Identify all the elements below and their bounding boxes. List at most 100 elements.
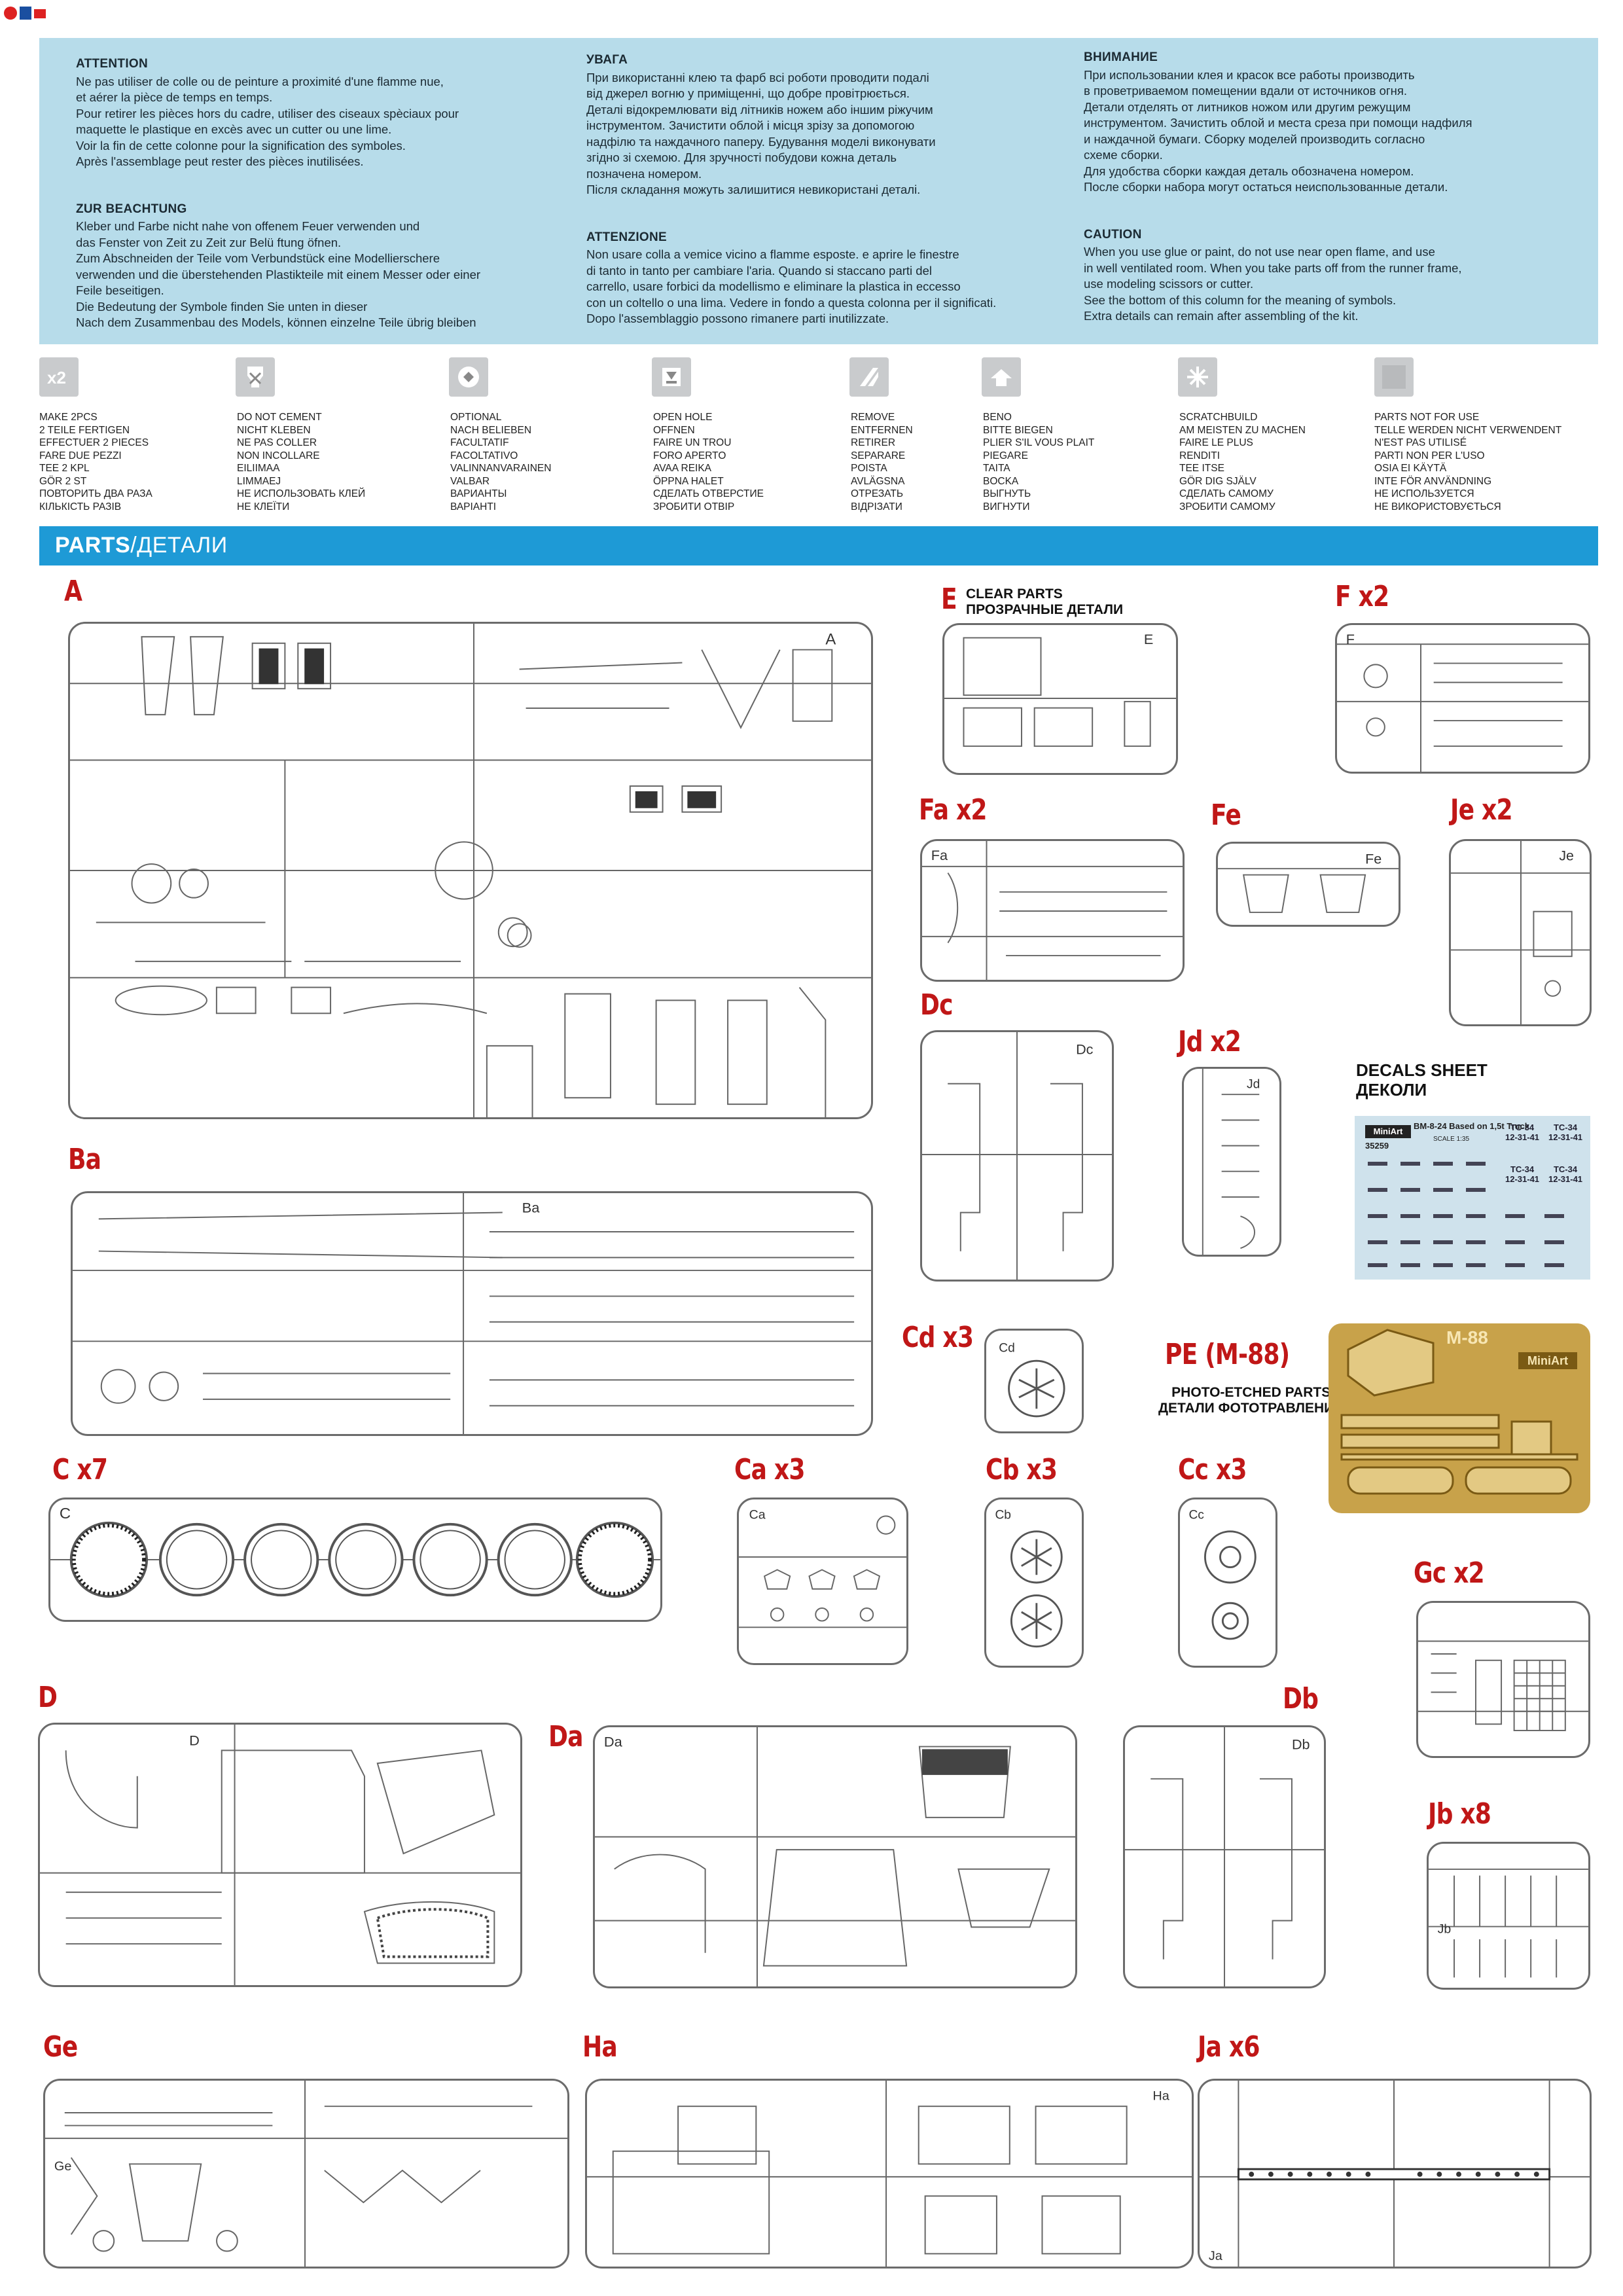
sprue-dc-drawing: Dc: [922, 1032, 1112, 1280]
sprue-cc-drawing: Cc: [1188, 1507, 1257, 1640]
sprue-cc-label: Cc x3: [1178, 1453, 1247, 1486]
decals-label: DECALS SHEET ДЕКОЛИ: [1356, 1060, 1488, 1100]
svg-text:Cc: Cc: [1188, 1507, 1204, 1522]
bend-icon: [982, 357, 1021, 397]
pe-parts: [1340, 1329, 1578, 1495]
decal-number: 35259: [1365, 1141, 1389, 1151]
warn-title: ATTENTION: [76, 57, 149, 71]
svg-text:Db: Db: [1292, 1736, 1310, 1752]
sprue-fa: Fa: [920, 839, 1185, 982]
optional-icon: [449, 357, 488, 397]
warn-text: Kleber und Farbe nicht nahe von offenem …: [76, 219, 481, 329]
sprue-e-drawing: E: [944, 632, 1176, 747]
sprue-fe-label: Fe: [1211, 798, 1241, 832]
symbol-text: SCRATCHBUILD AM MEISTEN ZU MACHEN FAIRE …: [1179, 412, 1306, 512]
svg-text:x2: x2: [47, 368, 66, 387]
svg-text:Fa: Fa: [931, 848, 948, 863]
sprue-jb: Jb: [1427, 1842, 1590, 1990]
sprue-ha-drawing: Ha: [587, 2081, 1192, 2267]
symbol-text: OPEN HOLE OFFNEN FAIRE UN TROU FORO APER…: [653, 412, 764, 512]
svg-text:Ca: Ca: [749, 1507, 766, 1522]
sprue-ge-drawing: Ge: [45, 2081, 567, 2267]
miniart-logo-icon: [4, 7, 46, 20]
warn-text: When you use glue or paint, do not use n…: [1084, 245, 1462, 323]
make-2-icon: x2: [39, 357, 79, 397]
svg-text:F: F: [1346, 632, 1355, 647]
sprue-dc-label: Dc: [920, 988, 954, 1022]
sprue-jd: Jd: [1182, 1067, 1281, 1257]
svg-text:Dc: Dc: [1076, 1041, 1094, 1057]
warnings-col-1: ATTENTION Ne pas utiliser de colle ou de…: [76, 56, 480, 363]
sprue-d: D: [38, 1723, 522, 1987]
sprue-ge-label: Ge: [43, 2030, 78, 2064]
warn-title: ZUR BEACHTUNG: [76, 202, 187, 216]
svg-text:Jd: Jd: [1247, 1077, 1260, 1091]
decal-code: TC-34 12-31-41: [1548, 1164, 1583, 1184]
sprue-fa-label: Fa x2: [919, 793, 988, 827]
sprue-jb-drawing: Jb: [1429, 1868, 1588, 1978]
decal-brand: MiniArt: [1365, 1125, 1411, 1138]
sprue-ca: Ca: [737, 1498, 908, 1665]
sprue-c-drawing: C: [50, 1505, 660, 1598]
sprue-cd-drawing: Cd: [999, 1342, 1065, 1418]
sprue-db-drawing: Db: [1125, 1727, 1324, 1986]
sprue-ja: Ja: [1198, 2079, 1592, 2269]
sprue-fe: Fe: [1216, 842, 1400, 927]
sprue-gc-label: Gc x2: [1414, 1556, 1485, 1590]
sprue-f-label: F x2: [1335, 580, 1389, 613]
warn-text: Ne pas utiliser de colle ou de peinture …: [76, 74, 459, 169]
sprue-jd-drawing: Jd: [1202, 1069, 1260, 1255]
decal-sheet: MiniArt BM-8-24 Based on 1,5t Truck 3525…: [1355, 1116, 1590, 1280]
sprue-ha: Ha: [585, 2079, 1194, 2269]
warn-title: ВНИМАНИЕ: [1084, 50, 1158, 64]
sprue-cc: Cc: [1178, 1498, 1277, 1668]
svg-text:E: E: [1144, 632, 1153, 647]
sprue-je-drawing: Je: [1451, 841, 1590, 1024]
sprue-e-label: E: [941, 583, 957, 616]
sprue-a-drawing: A: [70, 624, 871, 1117]
svg-text:Ge: Ge: [54, 2159, 72, 2174]
sprue-d-label: D: [38, 1681, 58, 1714]
sprue-cd-label: Cd x3: [902, 1321, 974, 1354]
sprue-a-label: A: [64, 575, 82, 608]
do-not-cement-icon: [236, 357, 275, 397]
sprue-a: A: [68, 622, 873, 1119]
pe-brand: MiniArt: [1518, 1352, 1577, 1369]
sprue-db: Db: [1123, 1725, 1326, 1988]
sprue-pe-subtitle: PHOTO-ETCHED PARTS ДЕТАЛИ ФОТОТРАВЛЕНИЯ: [1158, 1385, 1344, 1416]
scratchbuild-icon: [1178, 357, 1217, 397]
sprue-ca-drawing: Ca: [739, 1507, 906, 1628]
sprue-ba-drawing: Ba: [73, 1193, 871, 1434]
sprue-je: Je: [1449, 839, 1592, 1026]
remove-icon: [849, 357, 889, 397]
sprue-c: C: [48, 1498, 662, 1622]
symbol-text: MAKE 2pcs 2 TEILE FERTIGEN EFFECTUER 2 P…: [39, 412, 152, 512]
svg-text:Ja: Ja: [1209, 2249, 1222, 2263]
decal-code: TC-34 12-31-41: [1548, 1122, 1583, 1142]
svg-text:Cb: Cb: [995, 1507, 1011, 1522]
sprue-e-subtitle: CLEAR PARTS ПРОЗРАЧНЫЕ ДЕТАЛИ: [966, 586, 1124, 617]
warn-text: При использовании клея и красок все рабо…: [1084, 67, 1472, 194]
sprue-cd: Cd: [984, 1329, 1084, 1433]
sprue-e: E: [942, 623, 1178, 775]
svg-text:Jb: Jb: [1438, 1922, 1452, 1936]
sprue-jb-label: Jb x8: [1428, 1797, 1491, 1831]
sprue-jd-label: Jd x2: [1178, 1025, 1241, 1058]
decal-code: TC-34 12-31-41: [1505, 1164, 1540, 1184]
sprue-cb-label: Cb x3: [986, 1453, 1058, 1486]
sprue-ge: Ge: [43, 2079, 569, 2269]
svg-text:D: D: [189, 1732, 200, 1749]
parts-not-for-use-icon: [1374, 357, 1414, 397]
svg-text:Je: Je: [1559, 848, 1574, 863]
parts-section-header: PARTS/ДЕТАЛИ: [39, 526, 1598, 565]
sprue-f-drawing: F: [1337, 632, 1588, 772]
sprue-d-drawing: D: [40, 1725, 520, 1985]
sprue-pe-label: PE (M-88): [1165, 1338, 1290, 1371]
symbol-text: PARTS NOT FOR USE TELLE WERDEN NICHT VER…: [1374, 412, 1562, 512]
warnings-col-3: ВНИМАНИЕ При использовании клея и красок…: [1084, 50, 1472, 356]
sprue-ca-label: Ca x3: [734, 1453, 805, 1486]
warn-title: УВАГА: [586, 53, 628, 67]
sprue-f: F: [1335, 623, 1590, 774]
decal-scale: SCALE 1:35: [1433, 1136, 1470, 1143]
warnings-panel: ATTENTION Ne pas utiliser de colle ou de…: [39, 38, 1598, 344]
